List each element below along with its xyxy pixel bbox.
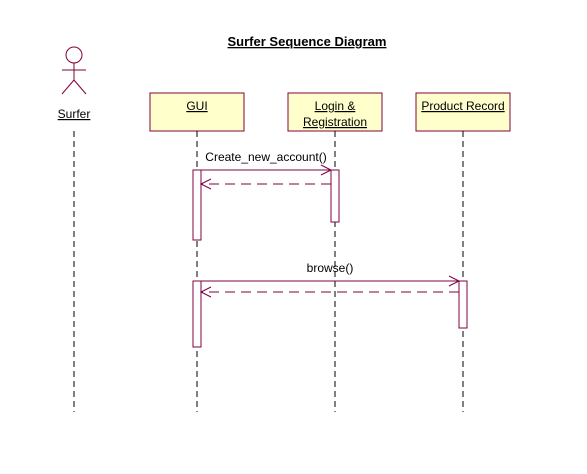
activation-login-1 [330,169,340,223]
object-label-product-record: Product Record [421,99,504,113]
return-arrowhead-browse [199,286,212,298]
actor-leg-right [73,79,87,95]
message-arrowhead-create-new-account [320,164,333,176]
object-label-login-line2: Registration [303,115,367,129]
message-arrowhead-browse [448,275,461,287]
activation-product-1 [458,280,468,329]
message-label-browse: browse() [307,261,354,275]
actor-label: Surfer [58,107,91,121]
activation-gui-1 [192,169,202,241]
actor-head [65,46,83,64]
object-label-login-line1: Login & [315,99,356,113]
object-box-login-registration [287,92,383,132]
diagram-title: Surfer Sequence Diagram [228,34,387,49]
object-box-gui [149,92,245,132]
activation-gui-2 [192,280,202,348]
object-label-gui: GUI [186,99,207,113]
actor-leg-left [61,79,75,95]
actor-icon [61,46,87,95]
return-arrowhead-create-new-account [199,178,212,190]
object-box-product-record [415,92,511,132]
message-label-create-new-account: Create_new_account() [205,150,326,164]
